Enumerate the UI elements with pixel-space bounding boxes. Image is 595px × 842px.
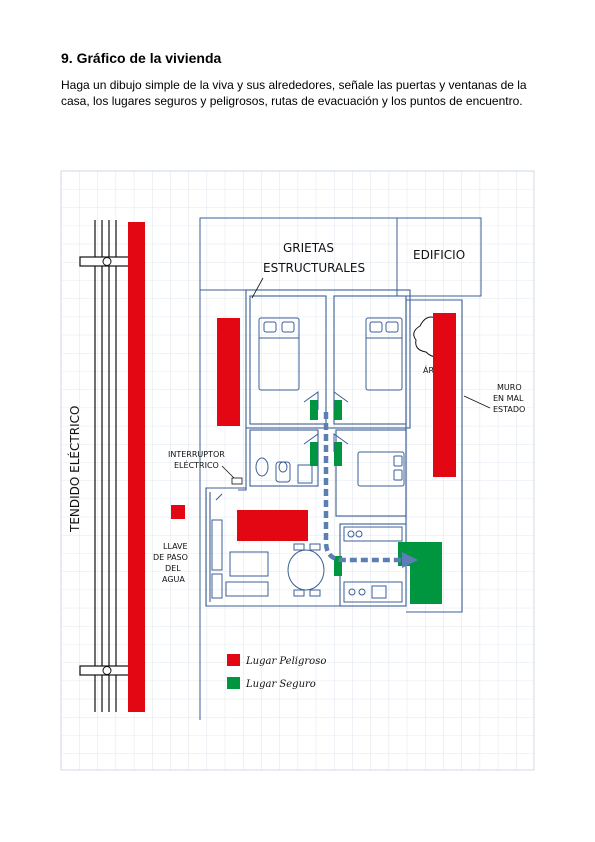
label-edificio: EDIFICIO xyxy=(413,248,465,262)
safe-zone-1 xyxy=(310,400,318,420)
label-grietas-line2: ESTRUCTURALES xyxy=(263,261,365,275)
danger-zone-muro xyxy=(433,313,456,477)
legend-label-peligroso: Lugar Peligroso xyxy=(245,656,326,667)
pole-insulator-top xyxy=(102,257,112,266)
label-llave-line1: LLAVE xyxy=(163,542,188,551)
evacuation-arrowhead xyxy=(402,552,418,568)
legend: Lugar Peligroso Lugar Seguro xyxy=(227,654,326,690)
label-muro-line3: ESTADO xyxy=(493,405,525,414)
label-llave-line4: AGUA xyxy=(162,575,185,584)
legend-swatch-peligroso xyxy=(227,654,240,666)
safe-zone-5 xyxy=(334,556,342,576)
instructions-text: Haga un dibujo simple de la viva y sus a… xyxy=(61,78,527,108)
danger-zone-water-valve xyxy=(171,505,185,519)
kitchen-fixtures xyxy=(343,526,403,603)
sofa xyxy=(225,551,269,597)
danger-zone-left-wall xyxy=(217,318,240,426)
doors xyxy=(303,391,349,452)
bed-left xyxy=(258,317,300,391)
side-furniture xyxy=(211,519,223,599)
label-muro-line1: MURO xyxy=(497,383,522,392)
label-muro-line2: EN MAL xyxy=(493,394,524,403)
dining-table xyxy=(287,543,325,597)
bed-third xyxy=(357,451,405,487)
safe-zone-3 xyxy=(310,442,318,466)
muro-pointer xyxy=(463,395,491,409)
power-line xyxy=(79,220,135,712)
danger-zone-power-line xyxy=(128,222,145,712)
legend-label-seguro: Lugar Seguro xyxy=(245,679,316,690)
safe-zone-2 xyxy=(334,400,342,420)
label-tendido-electrico: TENDIDO ELÉCTRICO xyxy=(67,406,82,533)
legend-swatch-seguro xyxy=(227,677,240,689)
label-grietas-line1: GRIETAS xyxy=(283,241,334,255)
bathroom-fixtures xyxy=(255,457,313,484)
page-title: 9. Gráfico de la vivienda xyxy=(61,50,222,66)
house-walls xyxy=(205,289,463,613)
label-llave-line2: DE PASO xyxy=(153,553,188,562)
label-llave-line3: DEL xyxy=(165,564,181,573)
grietas-pointer xyxy=(251,277,264,299)
safe-zone-4 xyxy=(334,442,342,466)
bed-right xyxy=(365,317,403,391)
evacuation-route xyxy=(323,412,418,568)
label-interruptor-line1: INTERRUPTOR xyxy=(168,450,225,459)
label-interruptor-line2: ELÉCTRICO xyxy=(174,459,219,470)
pole-insulator-bottom xyxy=(102,666,112,675)
interruptor-box xyxy=(231,477,243,485)
danger-zone-living xyxy=(237,510,308,541)
